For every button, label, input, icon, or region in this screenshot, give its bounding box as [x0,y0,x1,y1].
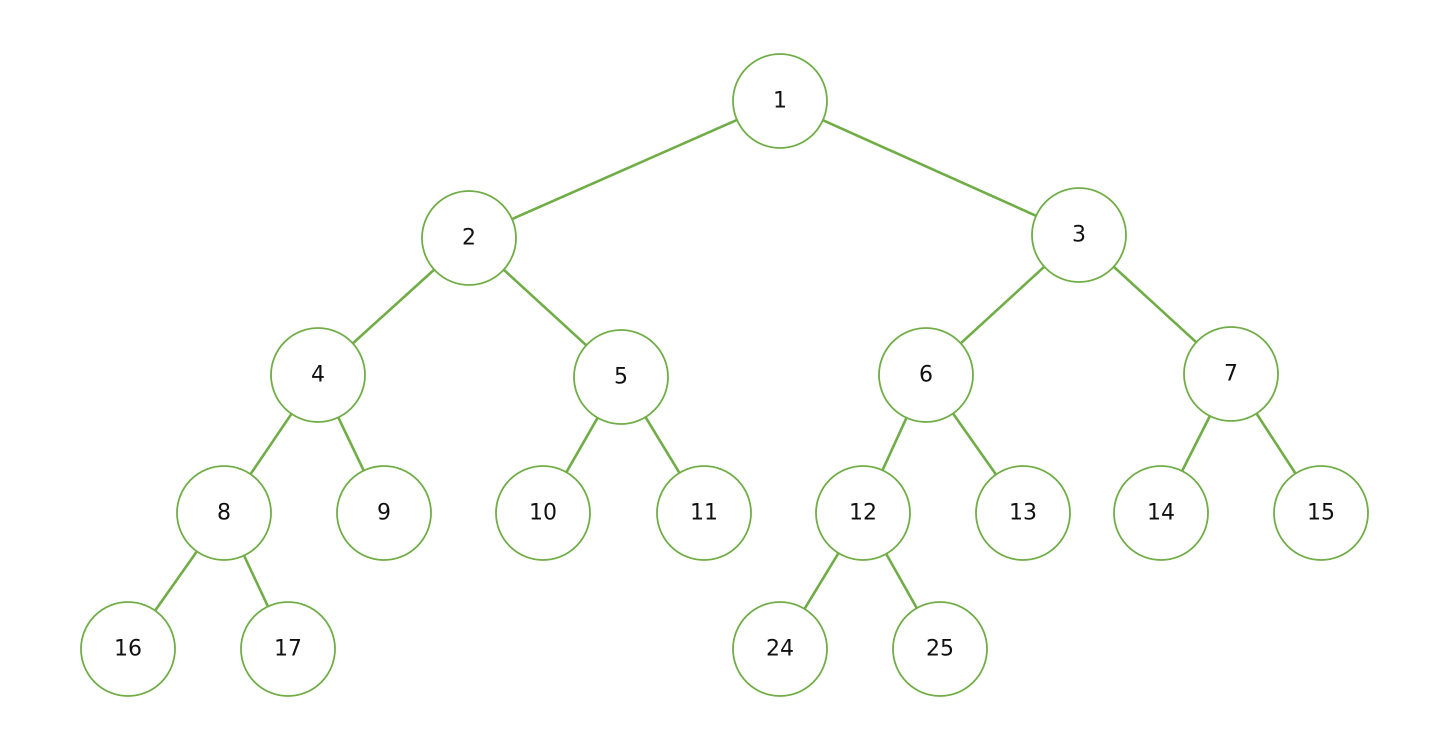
edge-12-25 [884,552,919,610]
node-circle [240,601,336,697]
node-circle [336,465,432,561]
edge-1-2 [510,118,739,221]
tree-node-8: 8 [176,465,272,561]
tree-node-3: 3 [1031,187,1127,283]
tree-node-5: 5 [573,329,669,425]
edge-7-14 [1180,414,1212,473]
tree-node-12: 12 [815,465,911,561]
edge-12-24 [803,551,840,611]
edge-6-12 [881,416,908,472]
node-label: 1 [773,89,787,114]
node-label: 3 [1072,223,1086,248]
tree-node-6: 6 [878,327,974,423]
node-label: 12 [849,501,877,526]
edge-2-5 [502,268,588,347]
node-circle [975,465,1071,561]
node-circle [656,465,752,561]
node-circle [573,329,669,425]
node-circle [80,601,176,697]
tree-node-15: 15 [1273,465,1369,561]
edge-8-16 [153,550,199,612]
tree-edges [153,118,1297,612]
node-circle [1031,187,1127,283]
node-label: 4 [311,363,325,388]
node-label: 14 [1147,501,1175,526]
edge-3-6 [959,265,1046,345]
edge-7-15 [1255,412,1297,475]
node-circle [878,327,974,423]
node-circle [815,465,911,561]
tree-node-24: 24 [732,601,828,697]
edge-5-11 [644,415,681,475]
node-label: 9 [377,501,391,526]
node-circle [421,190,517,286]
tree-node-11: 11 [656,465,752,561]
node-label: 8 [217,501,231,526]
tree-node-9: 9 [336,465,432,561]
node-label: 2 [462,226,476,251]
node-label: 15 [1307,501,1335,526]
node-label: 7 [1224,362,1238,387]
node-label: 11 [690,501,718,526]
edge-4-8 [249,412,293,476]
tree-node-7: 7 [1183,326,1279,422]
edge-2-4 [351,268,436,345]
edge-8-17 [242,554,270,608]
tree-node-14: 14 [1113,465,1209,561]
node-label: 16 [114,637,142,662]
node-circle [176,465,272,561]
node-label: 13 [1009,501,1037,526]
node-circle [1273,465,1369,561]
edge-1-3 [821,118,1038,218]
node-circle [892,601,988,697]
tree-node-13: 13 [975,465,1071,561]
node-circle [495,465,591,561]
node-circle [1113,465,1209,561]
node-circle [732,601,828,697]
edge-3-7 [1112,265,1198,344]
tree-node-16: 16 [80,601,176,697]
edge-6-13 [951,412,998,476]
node-label: 24 [766,637,794,662]
node-circle [270,327,366,423]
tree-node-10: 10 [495,465,591,561]
tree-node-25: 25 [892,601,988,697]
tree-node-1: 1 [732,53,828,149]
tree-node-2: 2 [421,190,517,286]
node-circle [732,53,828,149]
tree-node-17: 17 [240,601,336,697]
tree-node-4: 4 [270,327,366,423]
node-label: 5 [614,365,628,390]
node-label: 25 [926,637,954,662]
edge-4-9 [336,416,366,472]
node-label: 6 [919,363,933,388]
node-label: 17 [274,637,302,662]
edge-5-10 [565,416,599,474]
node-label: 10 [529,501,557,526]
node-circle [1183,326,1279,422]
